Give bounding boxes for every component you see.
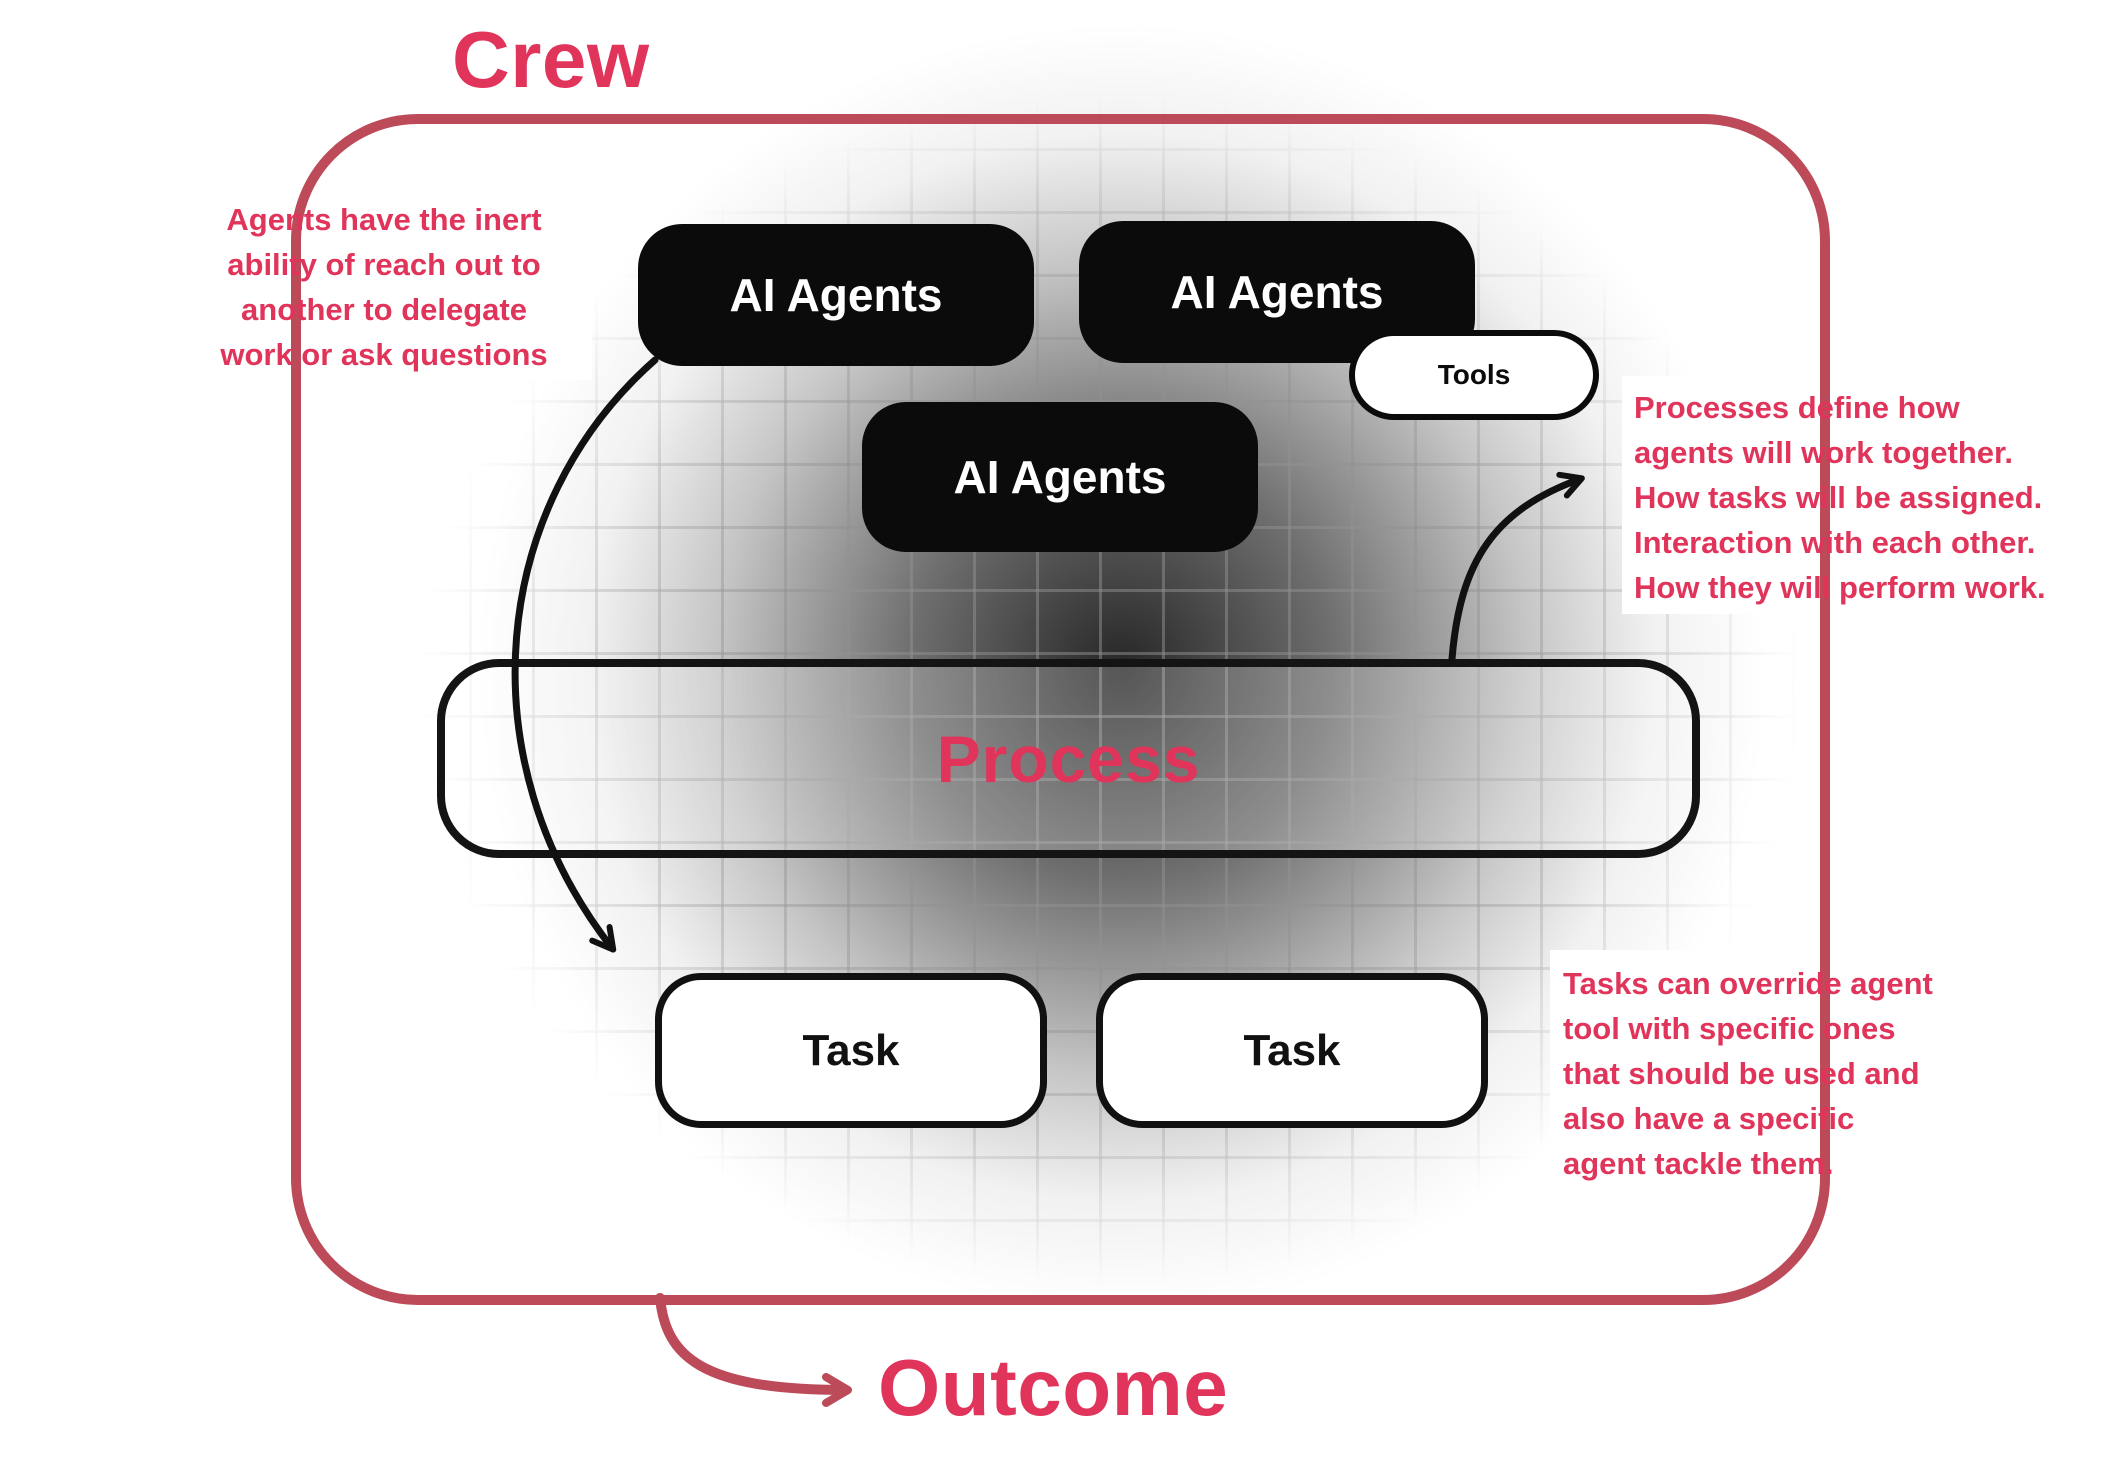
annotation-tasks: Tasks can override agent tool with speci… bbox=[1563, 966, 1933, 1181]
process-bar: Process bbox=[437, 659, 1700, 858]
crew-boundary bbox=[291, 114, 1830, 1305]
tools-label: Tools bbox=[1437, 359, 1511, 390]
annotation-processes: Processes define how agents will work to… bbox=[1634, 390, 2046, 605]
task-box-1: Task bbox=[655, 973, 1047, 1128]
right-bottom-annotation-backdrop bbox=[1550, 950, 2068, 1188]
ai-agents-box-3: AI Agents bbox=[862, 402, 1258, 552]
task-box-2: Task bbox=[1096, 973, 1488, 1128]
ai-agents-label: AI Agents bbox=[729, 269, 943, 321]
annotation-delegation: Agents have the inert ability of reach o… bbox=[220, 202, 548, 372]
task-label: Task bbox=[1243, 1025, 1341, 1075]
tools-badge: Tools bbox=[1349, 330, 1599, 420]
left-annotation-backdrop bbox=[176, 190, 592, 380]
process-definition-arrow bbox=[1448, 471, 1585, 663]
task-label: Task bbox=[802, 1025, 900, 1075]
outcome-arrow bbox=[655, 1293, 852, 1407]
crew-title: Crew bbox=[452, 15, 650, 104]
delegation-arrow bbox=[511, 356, 659, 953]
ai-agents-label: AI Agents bbox=[953, 451, 1167, 503]
ai-agents-label: AI Agents bbox=[1170, 266, 1384, 318]
outcome-label: Outcome bbox=[878, 1343, 1229, 1432]
process-label: Process bbox=[936, 721, 1201, 796]
right-top-annotation-backdrop bbox=[1622, 376, 2128, 614]
ai-agents-box-1: AI Agents bbox=[638, 224, 1034, 366]
